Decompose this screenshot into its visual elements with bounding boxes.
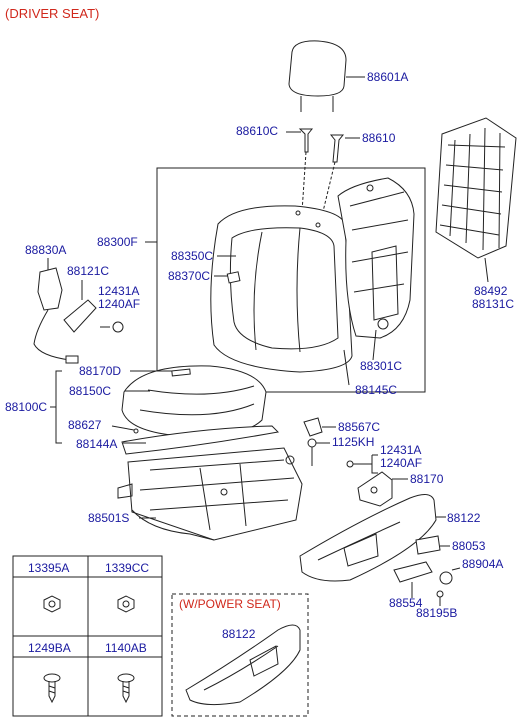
label-headrest[interactable]: 88601A [367,70,409,84]
wire-clip [111,425,139,434]
label-cushion-pad[interactable]: 88144A [76,437,118,451]
label-screw-88195b[interactable]: 88195B [416,606,458,620]
label-cap[interactable]: 88904A [462,557,504,571]
bracket-88170 [357,471,393,507]
screw-icon-1249ba [43,673,61,704]
label-bolt-12431a[interactable]: 12431A [380,443,422,457]
screw-88195b [436,590,444,606]
label-guide-right[interactable]: 88610 [362,131,396,145]
buckle-bolt [100,321,124,333]
label-screw-1125kh[interactable]: 1125KH [332,435,375,449]
label-back-pad-clip[interactable]: 88370C [168,269,211,283]
seat-cushion [121,365,267,437]
label-buckle-bolt-alt[interactable]: 1240AF [98,297,141,311]
fastener-cell-4[interactable]: 1140AB [105,641,147,655]
seat-track-frame [117,447,303,541]
bolt-12431a [346,460,372,468]
power-seat-box [171,593,309,717]
label-wire-clip[interactable]: 88627 [68,418,102,432]
side-shield [299,494,437,582]
nut-icon-13395a [43,595,61,613]
cap-88904a [439,571,453,585]
label-cushion-cover[interactable]: 88150C [69,384,112,398]
label-bracket-88170[interactable]: 88170 [410,472,444,486]
buckle-cover [63,299,97,333]
lever-bracket [303,417,323,437]
cushion-pad [121,425,280,455]
seat-belt-buckle [33,267,79,364]
label-buckle[interactable]: 88830A [25,243,67,257]
label-side-shield[interactable]: 88122 [447,511,481,525]
label-guide-left[interactable]: 88610C [236,124,279,138]
screw-1125kh [307,438,317,466]
fastener-table [12,555,163,717]
label-back-frame[interactable]: 88301C [360,359,403,373]
label-cushion-assy[interactable]: 88100C [5,400,48,414]
headrest-guide-right [319,134,345,225]
label-lever-bracket[interactable]: 88567C [338,420,381,434]
label-back-cover[interactable]: 88145C [355,383,398,397]
fastener-cell-3[interactable]: 1249BA [28,641,71,655]
seat-back-board [435,117,517,259]
fastener-cell-1[interactable]: 13395A [28,561,70,575]
back-pad-clip [226,271,241,284]
label-lever[interactable]: 88554 [389,596,423,610]
label-bolt-1240af[interactable]: 1240AF [380,456,423,470]
label-power-side-shield[interactable]: 88122 [222,627,256,641]
label-buckle-cover[interactable]: 88121C [67,264,110,278]
lever-88554 [393,561,433,583]
seat-back-frame [337,177,415,339]
label-back-board-2[interactable]: 88131C [472,297,515,311]
knob-88053 [415,535,441,555]
label-buckle-bolt[interactable]: 12431A [98,284,140,298]
power-side-shield [185,624,301,706]
nut-icon-1339cc [117,595,135,613]
label-knob[interactable]: 88053 [452,539,486,553]
label-back-pad[interactable]: 88350C [171,249,214,263]
label-cushion-cover-trim[interactable]: 88170D [79,364,122,378]
power-seat-heading: (W/POWER SEAT) [179,597,281,611]
back-assy-box [156,167,426,393]
fastener-cell-2[interactable]: 1339CC [105,561,150,575]
headrest-part [288,40,347,112]
label-track-assy[interactable]: 88501S [88,511,130,525]
label-back-board-1[interactable]: 88492 [474,284,508,298]
driver-seat-heading: (DRIVER SEAT) [5,6,100,21]
screw-icon-1140ab [117,673,135,704]
headrest-guide-left [298,128,314,213]
seat-back-pad [210,205,353,373]
label-back-assy[interactable]: 88300F [97,235,138,249]
